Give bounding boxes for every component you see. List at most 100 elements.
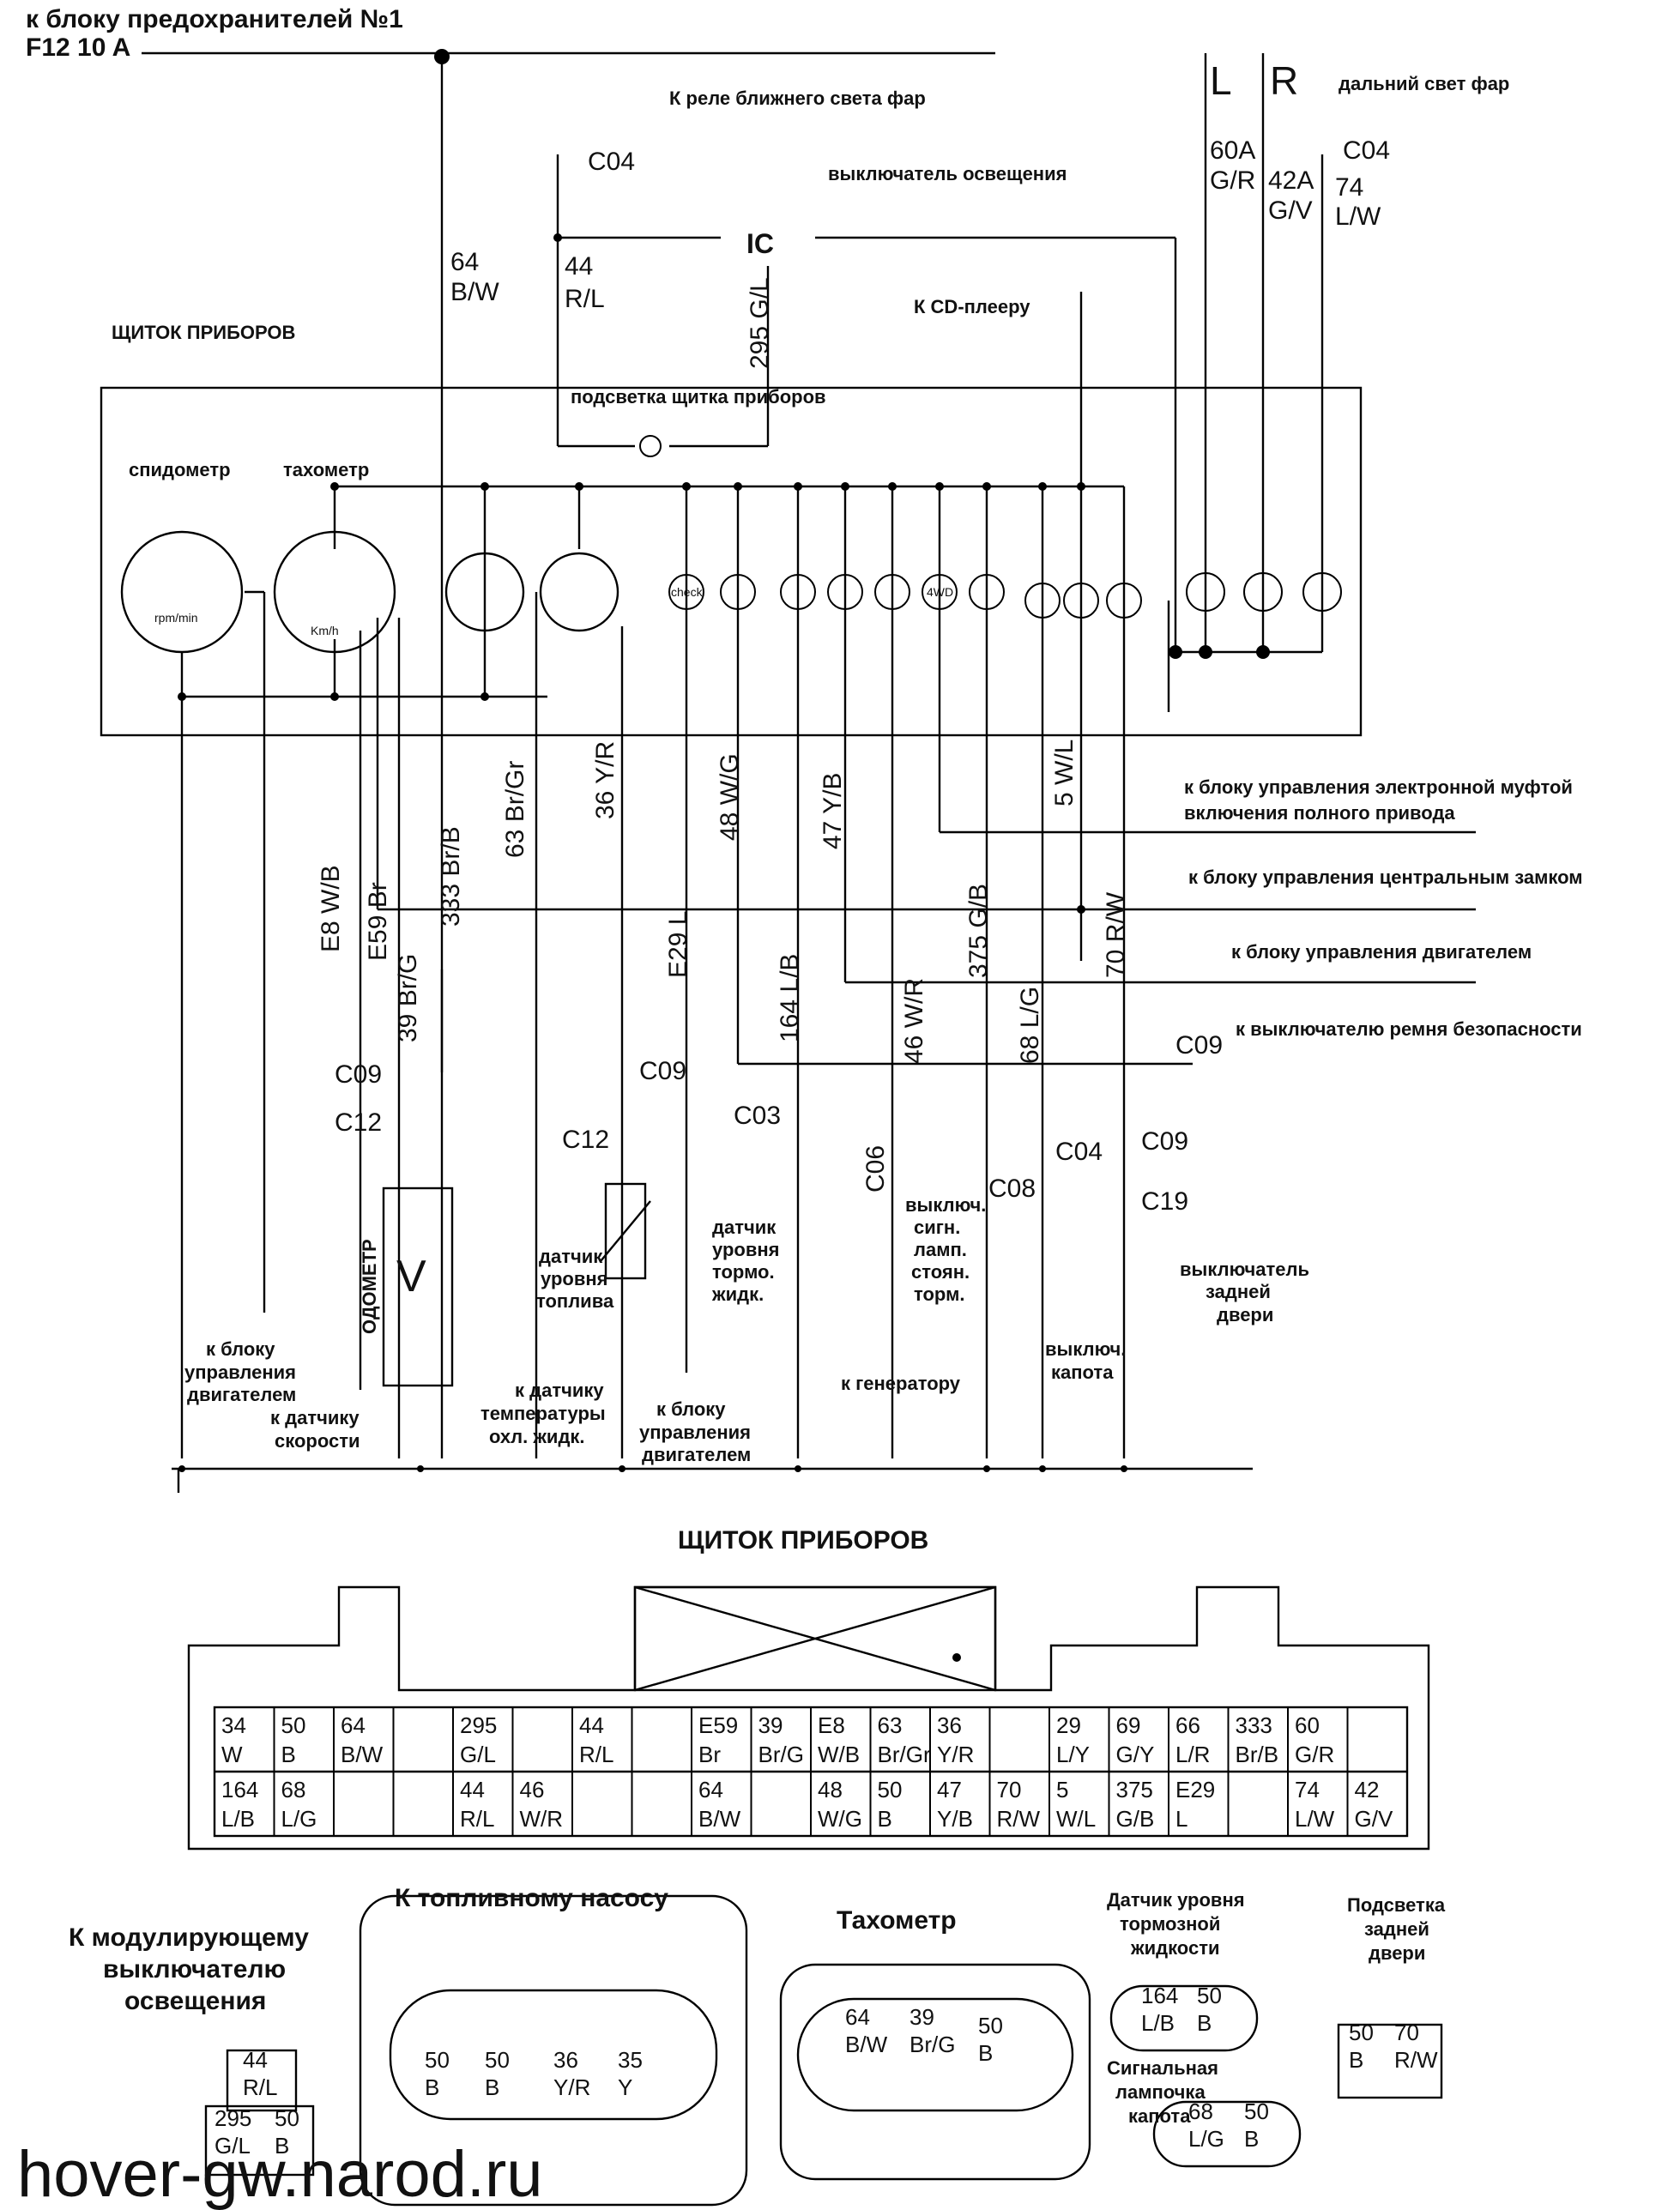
wire-code-vertical: 46 W/R (900, 978, 928, 1064)
speedometer-label: спидометр (129, 459, 231, 480)
mod-top-color: R/L (243, 2074, 277, 2100)
fuse-line-2: F12 10 A (26, 33, 130, 62)
connector-pin: 50B (869, 1771, 931, 1837)
connector-pin (631, 1706, 692, 1772)
rpm-label: rpm/min (154, 611, 198, 625)
speedometer-gauge-icon (120, 530, 244, 654)
c04-top-left: C04 (588, 148, 635, 176)
tacho-pin-num: 50 (978, 2013, 1003, 2038)
connector-pin: 42G/V (1346, 1771, 1408, 1837)
pin-number: 36 (937, 1712, 962, 1738)
wire-code-vertical: 47 Y/B (819, 772, 847, 849)
wire-code-vertical: E59 Br (364, 882, 392, 961)
bl-fuel-2: уровня (541, 1268, 607, 1289)
junction-dots (178, 49, 1270, 1472)
wire-code-vertical: 375 G/B (964, 884, 993, 978)
brake-pin-color: L/B (1141, 2010, 1175, 2036)
pin-number: E29 (1175, 1777, 1215, 1802)
fuel-pin-color: Y/R (553, 2074, 590, 2100)
lock-label: к блоку управления центральным замком (1188, 866, 1583, 888)
fuel-pin-num: 50 (485, 2047, 510, 2073)
pin-number: E59 (698, 1712, 738, 1738)
connector-pin: 48W/G (810, 1771, 872, 1837)
mod-b2-num: 50 (275, 2105, 299, 2131)
mod-b1-num: 295 (215, 2105, 251, 2131)
connector-pin: 29L/Y (1048, 1706, 1110, 1772)
hood-title-1: Сигнальная (1107, 2057, 1218, 2079)
low-beam-relay-label: К реле ближнего света фар (669, 88, 926, 109)
watermark: hover-gw.narod.ru (17, 2138, 543, 2210)
bl-hood-1: выключ. (1045, 1338, 1126, 1360)
connector-pin: 46W/R (511, 1771, 573, 1837)
bl-speed-1: к датчику (270, 1407, 360, 1428)
pin-color: G/B (1116, 1806, 1155, 1832)
c19-tag: C19 (1141, 1187, 1188, 1216)
pin-number: 44 (579, 1712, 604, 1738)
pin-color: B/W (698, 1806, 741, 1832)
tail-title-1: Подсветка (1347, 1894, 1446, 1916)
connector-pin: 69G/Y (1108, 1706, 1169, 1772)
pin-color: Br (698, 1742, 721, 1767)
bl-hood-2: капота (1051, 1362, 1114, 1383)
pin-number: 64 (698, 1777, 723, 1802)
connector-pin: 74L/W (1287, 1771, 1349, 1837)
backlight-label: подсветка щитка приборов (571, 386, 826, 408)
odometer-v: V (396, 1252, 426, 1301)
odometer-label: ОДОМЕТР (359, 1239, 380, 1334)
bl-gen: к генератору (841, 1373, 961, 1394)
wire-code-vertical: 164 L/B (776, 954, 804, 1042)
bl-fuel-3: топлива (536, 1290, 614, 1312)
bl-tail-1: выключатель (1180, 1259, 1309, 1280)
wire-42a-color: G/V (1268, 196, 1313, 225)
pin-number: 333 (1236, 1712, 1272, 1738)
connector-pin (392, 1771, 454, 1837)
pin-number: 69 (1116, 1712, 1141, 1738)
pin-color: Br/Gr (878, 1742, 931, 1767)
pin-number: 42 (1355, 1777, 1380, 1802)
c04-tag: C04 (1055, 1138, 1103, 1166)
brake-title-2: тормозной (1120, 1913, 1220, 1935)
fuel-pin-color: Y (618, 2074, 632, 2100)
connector-pin: 5W/L (1048, 1771, 1110, 1837)
wire-code-vertical: 70 R/W (1102, 891, 1130, 978)
wire-code-vertical: 36 Y/R (591, 741, 619, 819)
bl-speed-2: скорости (275, 1430, 360, 1452)
pin-number: 29 (1056, 1712, 1081, 1738)
pin-number: 64 (341, 1712, 366, 1738)
connector-pin: 66L/R (1168, 1706, 1230, 1772)
pin-number: 60 (1295, 1712, 1320, 1738)
pin-number: 34 (221, 1712, 246, 1738)
brake-title-3: жидкости (1130, 1937, 1220, 1959)
pin-color: W/B (818, 1742, 860, 1767)
hood-pin-color: L/G (1188, 2126, 1224, 2152)
belt-label: к выключателю ремня безопасности (1236, 1018, 1582, 1040)
wire-code-vertical: 39 Br/G (394, 954, 422, 1042)
connector-pin: 47Y/B (929, 1771, 991, 1837)
connector-pin (511, 1706, 573, 1772)
wiring-lines (100, 51, 1476, 1493)
tail-title-2: задней (1364, 1918, 1429, 1940)
connector-pin (750, 1771, 812, 1837)
wire-code-vertical: 68 L/G (1016, 987, 1044, 1064)
wire-44-num: 44 (565, 252, 593, 281)
high-beam-label: дальний свет фар (1339, 73, 1509, 94)
hood-pin-color: B (1244, 2126, 1259, 2152)
pin-color: G/L (460, 1742, 496, 1767)
bl-temp-2: температуры (480, 1403, 606, 1424)
bl-ecu2-2: управления (639, 1422, 751, 1443)
bl-fuel-1: датчик (539, 1246, 603, 1267)
c09-tag-2: C09 (639, 1057, 686, 1085)
pin-number: 44 (460, 1777, 485, 1802)
bl-tail-3: двери (1217, 1304, 1273, 1325)
awd-label: к блоку управления электронной муфтой (1184, 776, 1573, 798)
pin-number: 39 (758, 1712, 783, 1738)
tachometer-gauge-icon (273, 530, 396, 654)
fuel-pin-color: B (425, 2074, 439, 2100)
